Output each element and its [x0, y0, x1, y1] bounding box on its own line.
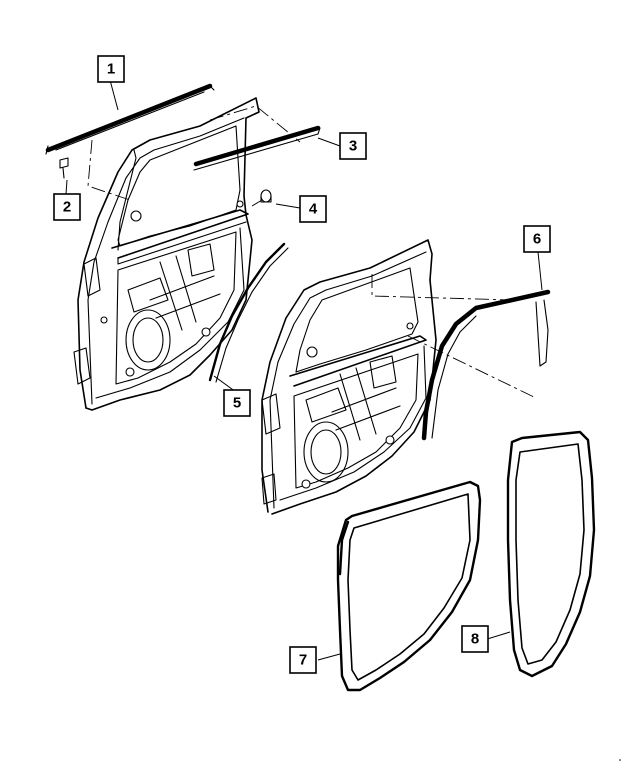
callout-6: 6: [523, 225, 551, 253]
rear-door-shell-right: [261, 239, 437, 515]
callout-2: 2: [53, 193, 81, 221]
callout-8-label: 8: [471, 631, 479, 648]
part-8-body-weatherstrip: [506, 430, 596, 678]
part-7-door-weatherstrip: [336, 480, 482, 692]
callout-4: 4: [299, 195, 327, 223]
callout-1: 1: [97, 55, 125, 83]
part-6-glass-run-weatherstrip: [421, 289, 551, 441]
callout-3: 3: [339, 132, 367, 160]
callout-3-label: 3: [349, 138, 357, 155]
callout-7-label: 7: [299, 652, 307, 669]
callout-1-label: 1: [107, 61, 115, 78]
part-1-belt-weatherstrip-outer: [45, 83, 215, 155]
callout-2-label: 2: [63, 199, 71, 216]
callout-4-label: 4: [309, 201, 318, 218]
part-5-glass-run-channel: [208, 242, 289, 383]
phantom-lines: [87, 105, 549, 399]
callout-5: 5: [223, 389, 251, 417]
callout-8: 8: [461, 625, 489, 653]
part-3-belt-weatherstrip-inner: [193, 125, 321, 171]
stray-dot: [619, 759, 621, 761]
callout-6-label: 6: [533, 231, 541, 248]
rear-door-shell-left: [73, 97, 260, 411]
part-2-clip: [59, 157, 69, 179]
callout-5-label: 5: [233, 395, 241, 412]
part-4-bumper: [260, 189, 272, 203]
callout-7: 7: [289, 646, 317, 674]
